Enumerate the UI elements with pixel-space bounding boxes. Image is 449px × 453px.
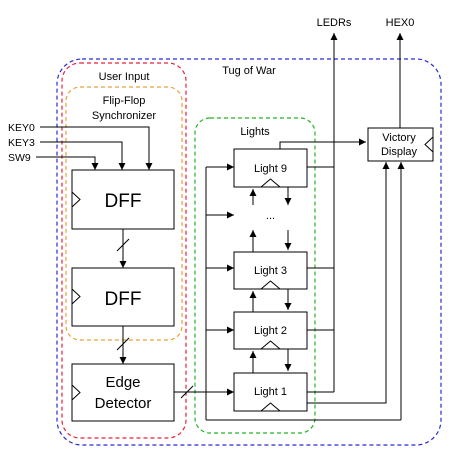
light2-label: Light 2 [254,325,287,337]
lights-region [194,117,316,434]
output-ledrs-label: LEDRs [317,17,352,29]
edge-detector-label-line1: Edge [105,374,140,391]
dff1-label: DFF [105,191,142,212]
synchronizer-region [65,86,183,341]
user-input-label: User Input [99,71,150,83]
ellipsis-label: ... [266,210,275,222]
key0-wire [40,126,153,170]
light3-label: Light 3 [254,265,287,277]
bus-slash-1 [116,238,130,252]
light3-block: Light 3 [233,251,308,290]
light1-label: Light 1 [254,386,287,398]
synchronizer-label-line1: Flip-Flop [103,95,146,107]
input-key0-label: KEY0 [8,122,35,134]
tug-of-war-label: Tug of War [222,65,276,77]
dff2-block: DFF [71,267,175,327]
light1-block: Light 1 [233,372,308,412]
light9-to-victory [279,138,366,149]
output-hex0-label: HEX0 [386,17,415,29]
input-sw9-label: SW9 [8,152,31,164]
bus-slash-2 [116,337,130,351]
victory-display-label-line2: Display [381,146,418,158]
light9-label: Light 9 [254,163,287,175]
light1-to-victory [307,162,390,404]
light2-block: Light 2 [233,311,308,350]
dff2-label: DFF [105,289,142,310]
lights-label: Lights [240,126,270,138]
dff1-block: DFF [71,169,175,230]
edge-detector-block: Edge Detector [71,363,175,422]
edge-detector-label-line2: Detector [95,395,152,412]
input-key3-label: KEY3 [8,137,35,149]
key3-wire [40,141,126,170]
sw9-wire [36,156,99,170]
tug-of-war-region [56,58,442,446]
victory-display-label-line1: Victory [382,132,416,144]
victory-display-block: Victory Display [367,127,434,162]
bus-slash-3 [180,385,194,399]
user-input-region [61,62,187,439]
light9-block: Light 9 [233,148,308,188]
synchronizer-label-line2: Synchronizer [92,110,157,122]
